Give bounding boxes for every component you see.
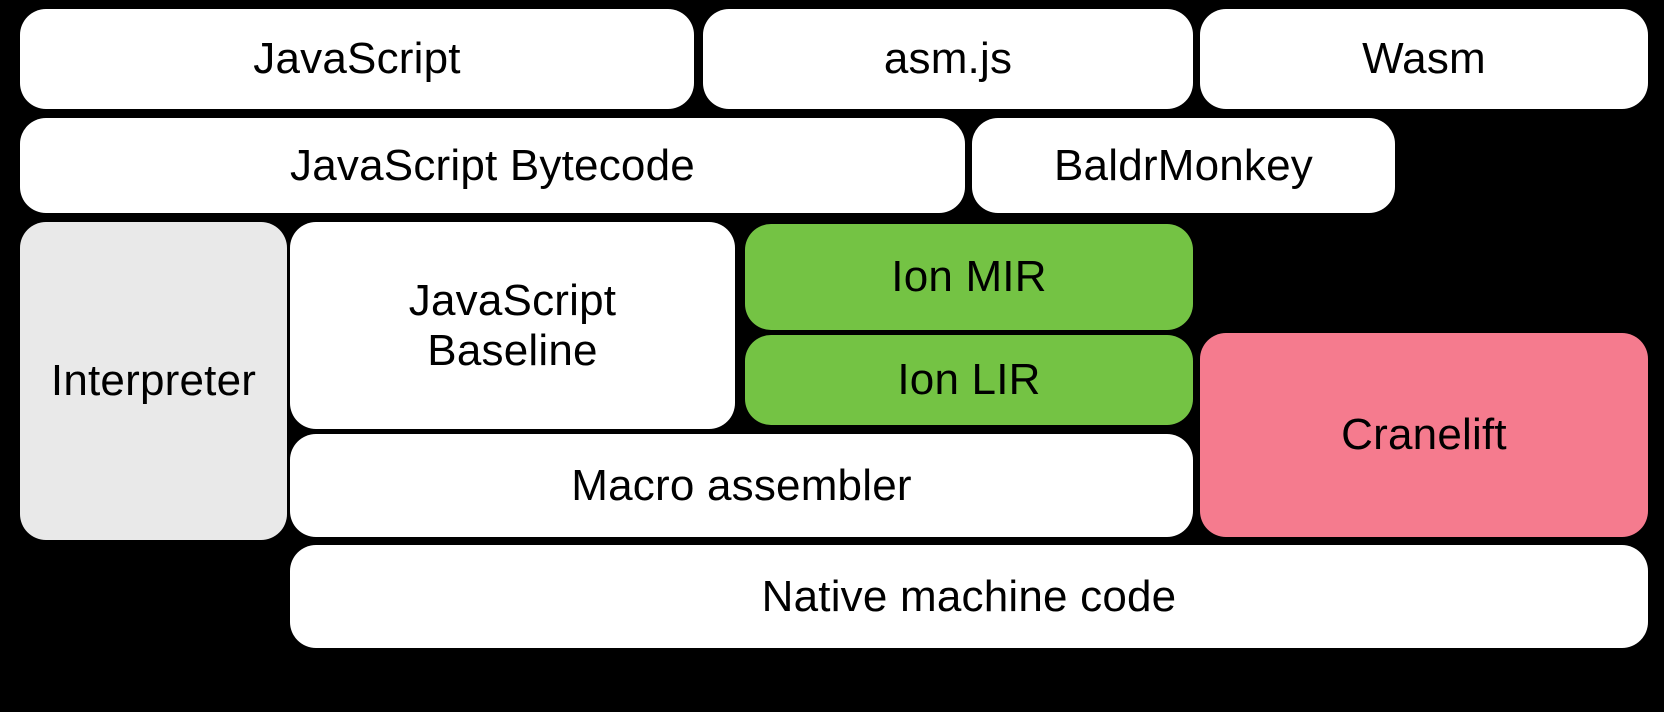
node-native-code: Native machine code xyxy=(290,545,1648,648)
node-interpreter: Interpreter xyxy=(20,222,287,540)
node-ion-lir: Ion LIR xyxy=(745,335,1193,425)
node-baldrmonkey: BaldrMonkey xyxy=(972,118,1395,213)
node-js-baseline: JavaScript Baseline xyxy=(290,222,735,429)
node-asmjs: asm.js xyxy=(703,9,1193,109)
node-cranelift: Cranelift xyxy=(1200,333,1648,537)
node-javascript: JavaScript xyxy=(20,9,694,109)
node-wasm: Wasm xyxy=(1200,9,1648,109)
node-js-bytecode: JavaScript Bytecode xyxy=(20,118,965,213)
node-macro-assembler: Macro assembler xyxy=(290,434,1193,537)
node-ion-mir: Ion MIR xyxy=(745,224,1193,330)
